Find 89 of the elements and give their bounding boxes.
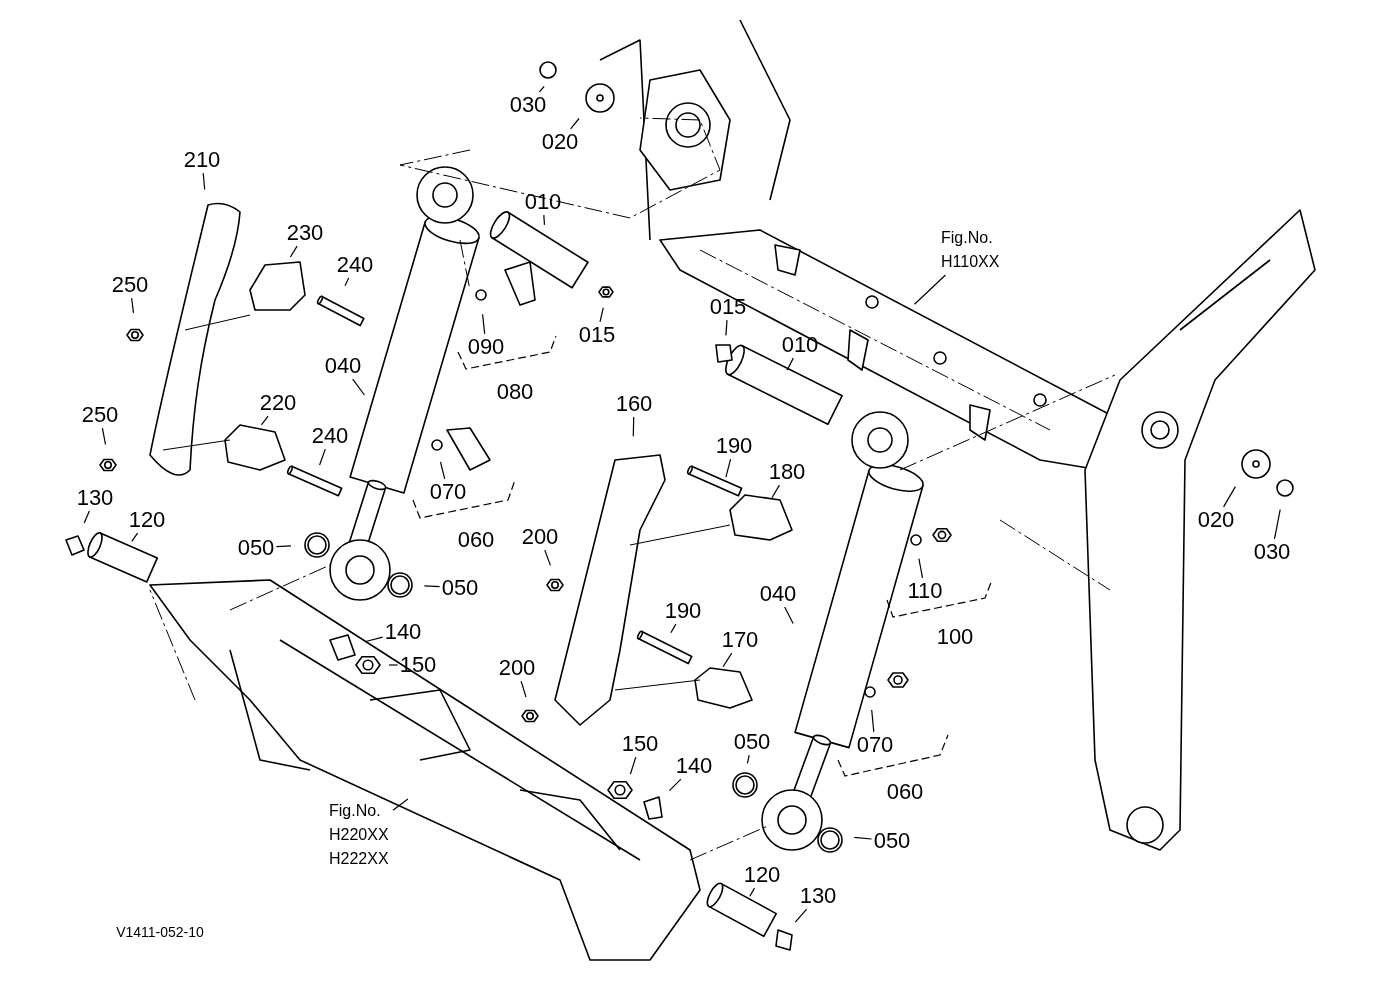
leader-line xyxy=(725,458,732,478)
callout-number: 140 xyxy=(384,619,422,645)
leader-line xyxy=(749,887,756,897)
leader-line xyxy=(1273,509,1281,540)
callout-number: 210 xyxy=(183,147,221,173)
leader-line xyxy=(918,558,924,579)
leader-line xyxy=(365,636,384,643)
callout-number: 015 xyxy=(578,322,616,348)
callout-number: 130 xyxy=(799,883,837,909)
callout-number: 030 xyxy=(509,92,547,118)
callout-number: 250 xyxy=(81,402,119,428)
callout-number: 150 xyxy=(621,731,659,757)
callout-number: 250 xyxy=(111,272,149,298)
callout-number: 070 xyxy=(429,479,467,505)
callout-number: 230 xyxy=(286,220,324,246)
leader-line xyxy=(482,313,486,335)
callout-number: 120 xyxy=(128,507,166,533)
leader-line xyxy=(439,461,446,480)
callout-number: 240 xyxy=(311,423,349,449)
leader-line xyxy=(722,652,733,668)
leader-line xyxy=(746,754,750,764)
callout-number: 050 xyxy=(441,575,479,601)
leader-line xyxy=(794,908,808,923)
drawing-number: V1411-052-10 xyxy=(116,925,204,941)
callout-number: 130 xyxy=(76,485,114,511)
callout-number: 170 xyxy=(721,627,759,653)
leader-line xyxy=(275,545,292,548)
leader-line xyxy=(725,319,728,336)
leader-line xyxy=(913,274,947,305)
callout-number: 120 xyxy=(743,862,781,888)
leader-line xyxy=(83,510,90,524)
group-callout-number: 100 xyxy=(936,624,974,650)
leader-line xyxy=(784,606,794,625)
leader-line xyxy=(260,415,269,426)
group-callout-number: 060 xyxy=(457,527,495,553)
figure-reference: Fig.No. H110XX xyxy=(941,226,1003,274)
callout-number: 040 xyxy=(324,353,362,379)
callout-number: 190 xyxy=(664,598,702,624)
callout-number: 020 xyxy=(541,129,579,155)
leader-line xyxy=(538,85,545,93)
callout-number: 030 xyxy=(1253,539,1291,565)
leader-line xyxy=(388,664,399,666)
leader-line xyxy=(786,357,794,371)
callout-number: 070 xyxy=(856,732,894,758)
callout-number: 020 xyxy=(1197,507,1235,533)
leader-line xyxy=(544,549,551,566)
leader-line xyxy=(289,245,298,258)
leader-line xyxy=(629,756,637,775)
leader-line xyxy=(131,297,135,314)
callout-number: 220 xyxy=(259,390,297,416)
callout-number: 040 xyxy=(759,581,797,607)
leader-line xyxy=(853,836,873,840)
leader-line xyxy=(543,214,546,226)
leader-line xyxy=(670,623,677,634)
callout-number: 050 xyxy=(733,729,771,755)
callout-number: 015 xyxy=(709,294,747,320)
callout-number: 150 xyxy=(399,652,437,678)
callout-number: 090 xyxy=(467,334,505,360)
leader-line xyxy=(352,378,365,396)
leader-line xyxy=(131,532,139,542)
leader-line xyxy=(423,585,441,588)
leader-line xyxy=(392,798,409,811)
callout-number: 200 xyxy=(498,655,536,681)
leader-line xyxy=(871,709,875,733)
leader-line xyxy=(1223,486,1236,508)
leader-line xyxy=(599,307,604,323)
leader-line xyxy=(632,416,635,437)
callout-number: 180 xyxy=(768,459,806,485)
callout-number: 010 xyxy=(781,332,819,358)
leader-line xyxy=(771,484,780,499)
callout-number: 050 xyxy=(873,828,911,854)
callout-number: 050 xyxy=(237,535,275,561)
leader-line xyxy=(570,117,580,130)
leader-line xyxy=(319,448,326,466)
leader-line xyxy=(202,172,206,191)
callout-number: 110 xyxy=(907,578,943,604)
callout-number: 240 xyxy=(336,252,374,278)
callout-number: 190 xyxy=(715,433,753,459)
leader-line xyxy=(344,277,350,287)
group-callout-number: 060 xyxy=(886,779,924,805)
leader-line xyxy=(101,427,107,446)
leader-line xyxy=(668,778,682,792)
group-callout-number: 080 xyxy=(496,379,534,405)
callout-number: 160 xyxy=(615,391,653,417)
callout-number: 010 xyxy=(524,189,562,215)
callout-number: 140 xyxy=(675,753,713,779)
leader-line xyxy=(520,680,527,698)
callout-number: 200 xyxy=(521,524,559,550)
figure-reference: Fig.No. H220XX H222XX xyxy=(329,799,391,871)
